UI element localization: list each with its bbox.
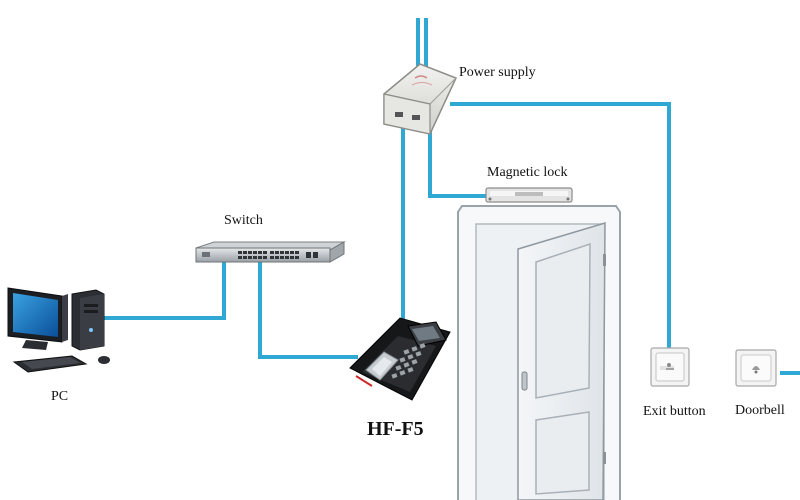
label-doorbell: Doorbell — [735, 403, 785, 418]
label-magnetic-lock: Magnetic lock — [487, 165, 568, 180]
door-hinge-top — [603, 254, 606, 266]
fingerprint-reader-device — [349, 317, 451, 401]
network-switch-device — [195, 241, 346, 263]
label-exit-button: Exit button — [643, 404, 706, 419]
door-panel-upper — [535, 242, 591, 399]
label-pc: PC — [51, 389, 69, 404]
power-supply-device — [383, 63, 458, 135]
door-handle — [521, 371, 528, 391]
wires — [104, 18, 800, 375]
pc-device — [7, 287, 110, 373]
wire-switch-reader — [258, 260, 358, 359]
door — [457, 205, 621, 500]
doorbell-device — [735, 349, 777, 387]
label-switch: Switch — [224, 213, 263, 228]
label-reader-model: HF-F5 — [367, 418, 424, 440]
magnetic-lock-device — [485, 187, 573, 203]
wire-pc-switch — [104, 260, 226, 320]
exit-button-device — [650, 347, 690, 387]
label-power-supply: Power supply — [459, 65, 536, 80]
door-panel-lower — [535, 411, 590, 495]
wire-psu-maglock — [428, 126, 488, 198]
wire-psu-exit-button — [450, 102, 671, 350]
door-hinge-bottom — [603, 452, 606, 464]
